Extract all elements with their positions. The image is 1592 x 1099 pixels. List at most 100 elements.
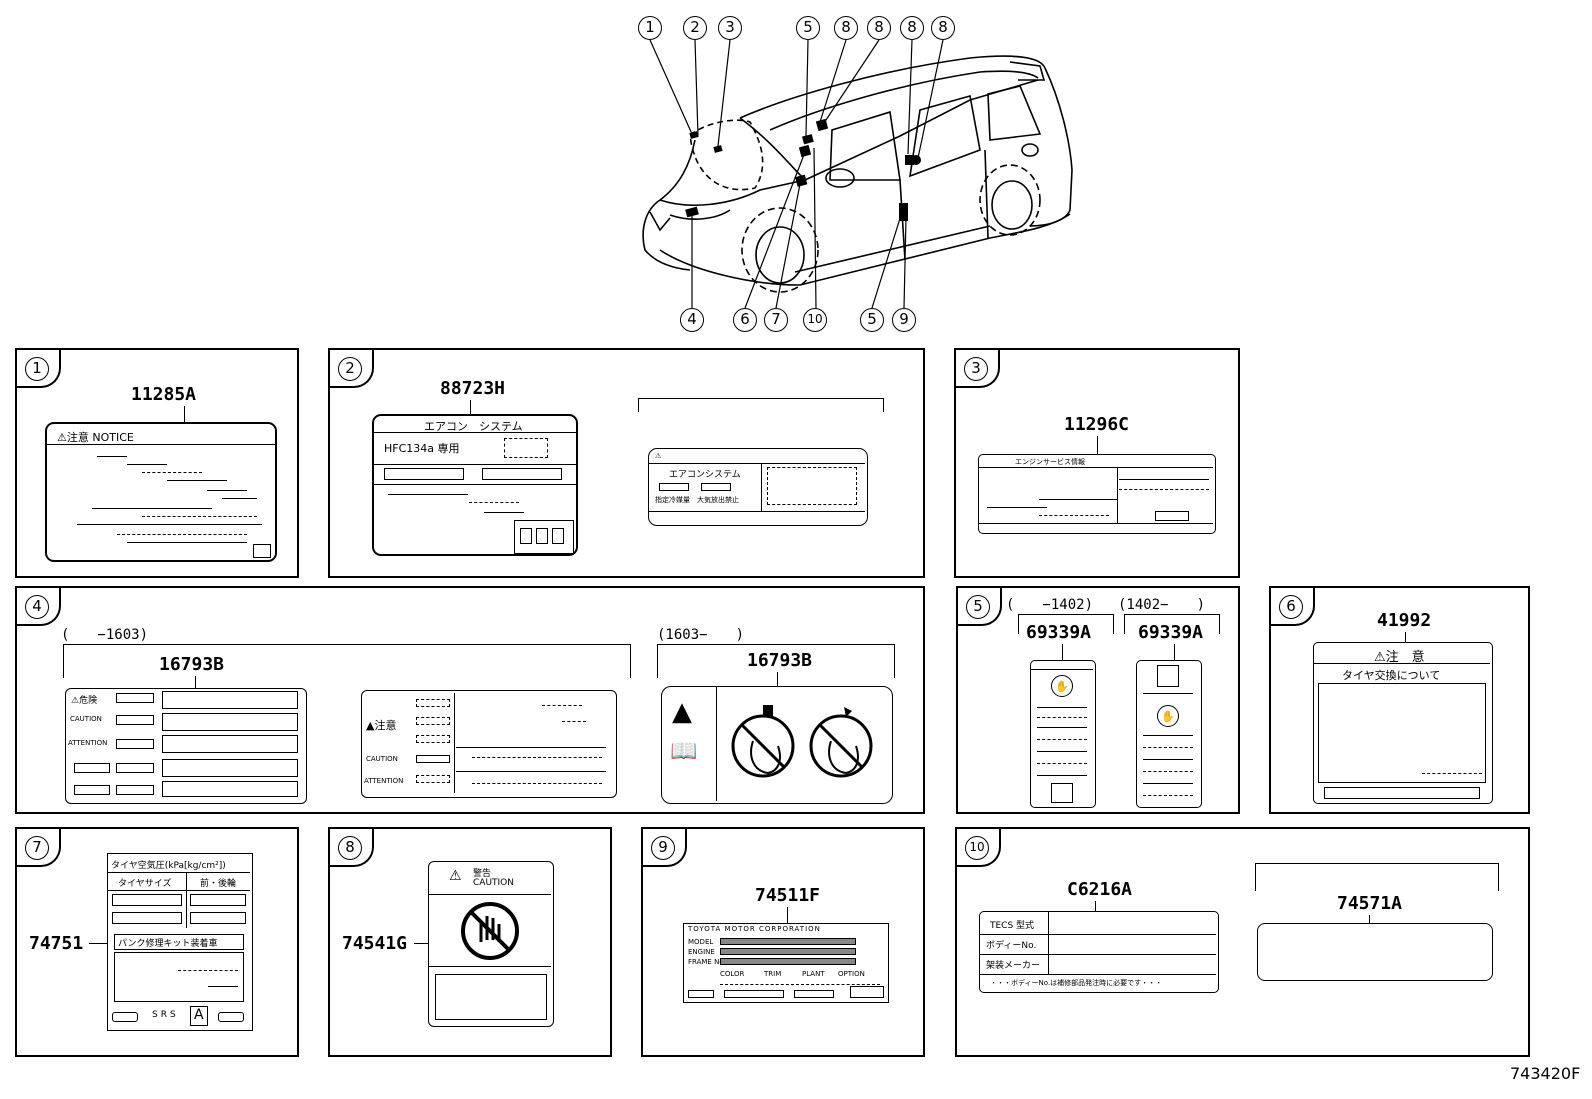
aircon-alt-title: エアコンシステム (669, 470, 741, 480)
panel-number: 10 (965, 836, 989, 860)
attention-text-2: ATTENTION (364, 777, 404, 785)
callout-7: 7 (764, 308, 788, 332)
airbag-label-a: ⚠危険 CAUTION ATTENTION (65, 688, 307, 804)
car-drawing (642, 39, 1073, 309)
callout-8: 8 (900, 16, 924, 40)
warning-triangle-icon: ⚠ (449, 868, 462, 884)
aircon-alt-label: ⚠ エアコンシステム 指定冷媒量 大気放出禁止 (648, 448, 868, 526)
callout-8: 8 (834, 16, 858, 40)
vehicle-id-plate: TOYOTA MOTOR CORPORATION MODEL ENGINE FR… (683, 923, 889, 1003)
no-hand-warning-label: ⚠ 警告 CAUTION (428, 861, 554, 1027)
part-number: 74511F (755, 885, 821, 906)
range-b: (1402− ) (1118, 597, 1206, 613)
no-hand-icon: ✋ (1157, 705, 1179, 727)
callout-3: 3 (718, 16, 742, 40)
part-number: 11285A (131, 384, 197, 405)
panel-number: 2 (338, 357, 362, 381)
note-text: ・・・ボディーNo.は補修部品発注時に必要です・・・ (990, 979, 1163, 987)
range-a: ( −1402) (1006, 597, 1094, 613)
repair-kit-text: パンク修理キット装着車 (118, 939, 218, 949)
engine-service-title: エンジンサービス情報 (1015, 458, 1085, 466)
aircon-title: エアコン システム (424, 420, 523, 433)
part-number-a: 69339A (1026, 622, 1092, 643)
panel-number: 4 (25, 595, 49, 619)
notice-heading: ⚠注意 NOTICE (57, 431, 134, 444)
no-child-seat-icon (731, 705, 795, 778)
manual-info-icon: 📖 (670, 739, 698, 764)
panel-number: 6 (1279, 595, 1303, 619)
callout-4: 4 (680, 308, 704, 332)
part-number-b: 74571A (1337, 893, 1403, 914)
model-text: MODEL (688, 938, 714, 946)
srs-mark-text: A (194, 1007, 204, 1023)
part-number: 11296C (1064, 414, 1130, 435)
aircon-alt-line: 指定冷媒量 大気放出禁止 (655, 496, 739, 504)
maker-text: TOYOTA MOTOR CORPORATION (688, 925, 821, 933)
trim-text: TRIM (764, 970, 782, 978)
tire-pressure-title: タイヤ空気圧(kPa[kg/cm²]) (111, 861, 226, 871)
vehicle-illustration: 1 2 3 5 8 8 8 8 4 6 7 10 5 9 (600, 0, 1160, 340)
color-text: COLOR (720, 970, 745, 978)
panel-number: 7 (25, 836, 49, 860)
caution-title: ⚠注 意 (1374, 650, 1425, 665)
notice-label: ⚠注意 NOTICE (45, 422, 277, 562)
engine-service-label: エンジンサービス情報 (978, 454, 1216, 534)
refrigerant-text: HFC134a 専用 (384, 442, 460, 455)
panel-number: 8 (338, 836, 362, 860)
option-text: OPTION (838, 970, 865, 978)
airbag-label-a2: ▲注意 CAUTION ATTENTION (361, 690, 617, 798)
panel-6: 6 41992 ⚠注 意 タイヤ交換について (1269, 586, 1530, 814)
part-number: 41992 (1377, 610, 1432, 631)
part-number: 74541G (342, 933, 408, 954)
panel-10: 10 C6216A 74571A TECS 型式 ボディーNo. 架装メーカー … (955, 827, 1530, 1057)
callout-2: 2 (683, 16, 707, 40)
callout-5: 5 (796, 16, 820, 40)
range-b: (1603− ) (657, 627, 745, 643)
engine-text: ENGINE (688, 948, 715, 956)
tire-pressure-label: タイヤ空気圧(kPa[kg/cm²]) タイヤサイズ 前・後輪 パンク修理キット… (107, 853, 253, 1031)
callout-8: 8 (867, 16, 891, 40)
row2-text: ボディーNo. (986, 941, 1037, 951)
door-lock-icon (1051, 783, 1073, 803)
panel-number: 9 (651, 836, 675, 860)
panel-number: 1 (25, 357, 49, 381)
warning-icon: ⚠ (655, 452, 662, 460)
panel-9: 9 74511F TOYOTA MOTOR CORPORATION MODEL … (641, 827, 925, 1057)
part-number-a: C6216A (1067, 879, 1133, 900)
sliding-door-label-b: ✋ (1136, 660, 1202, 808)
caution-text-2: CAUTION (366, 755, 398, 763)
panel-4: 4 ( −1603) (1603− ) 16793B 16793B ⚠危険 CA… (15, 586, 925, 814)
panel-3: 3 11296C エンジンサービス情報 (954, 348, 1240, 578)
srs-mark: A (190, 1006, 208, 1026)
front-rear-header: 前・後輪 (200, 879, 237, 889)
attention-text: ATTENTION (68, 739, 108, 747)
part-number-a: 16793B (159, 654, 225, 675)
tire-size-header: タイヤサイズ (118, 879, 172, 889)
callout-5: 5 (860, 308, 884, 332)
srs-text: SRS (152, 1010, 179, 1020)
chui-text: ▲注意 (366, 719, 397, 732)
part-number-b: 69339A (1138, 622, 1204, 643)
airbag-label-b: ▲ 📖 (661, 686, 893, 804)
panel-number: 5 (966, 595, 990, 619)
panel-5: 5 ( −1402) (1402− ) 69339A 69339A ✋ ✋ (956, 586, 1240, 814)
callout-9: 9 (892, 308, 916, 332)
caution-text: CAUTION (473, 878, 514, 888)
panel-2: 2 88723H エアコン システム HFC134a 専用 ⚠ エアコンシステム… (328, 348, 925, 578)
tire-change-subtitle: タイヤ交換について (1342, 669, 1441, 682)
panel-number: 3 (964, 357, 988, 381)
row1-text: TECS 型式 (990, 921, 1035, 931)
body-number-label: TECS 型式 ボディーNo. 架装メーカー ・・・ボディーNo.は補修部品発注… (979, 911, 1219, 993)
part-number: 74751 (29, 933, 84, 954)
blank-label (1257, 923, 1493, 981)
callout-6: 6 (733, 308, 757, 332)
reference-code: 743420F (1510, 1064, 1581, 1083)
aircon-label: エアコン システム HFC134a 専用 (372, 414, 578, 556)
range-a: ( −1603) (61, 627, 149, 643)
door-lock-icon (1157, 665, 1179, 687)
no-hand-icon (461, 902, 519, 960)
plant-text: PLANT (802, 970, 825, 978)
warning-triangle-icon: ▲ (672, 697, 692, 727)
callout-8: 8 (931, 16, 955, 40)
part-number: 88723H (440, 378, 506, 399)
